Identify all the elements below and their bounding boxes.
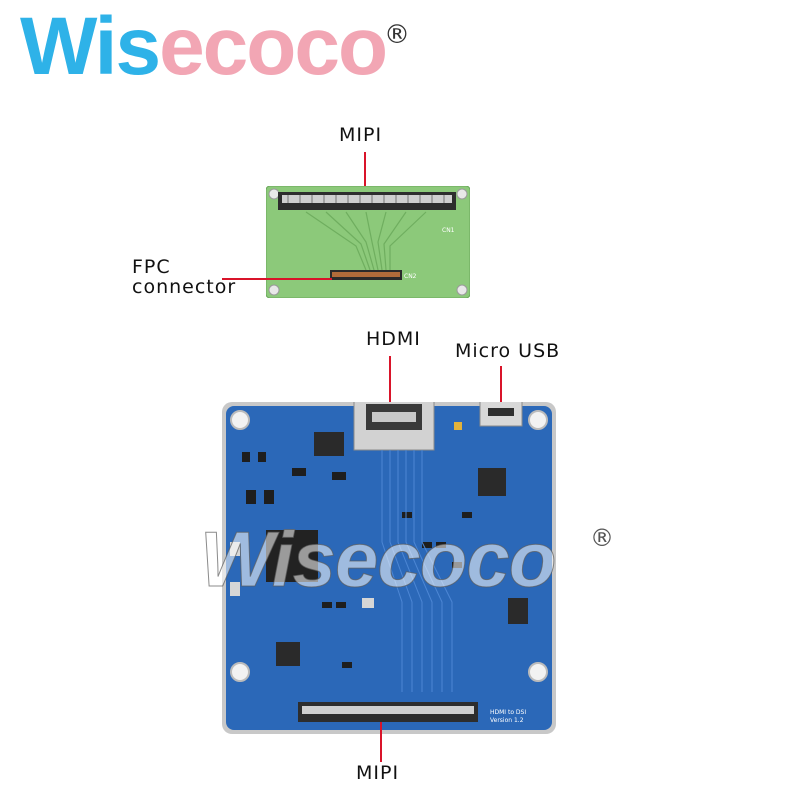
- label-micro-usb: Micro USB: [455, 340, 561, 362]
- brand-logo: Wisecoco: [20, 6, 388, 88]
- logo-text: Wisecoco: [20, 1, 388, 92]
- main-hdmi-board: HDMI to DSI Version 1.2: [222, 402, 556, 734]
- callout-hdmi: [389, 356, 391, 406]
- silk-cn2: CN2: [404, 273, 417, 280]
- silk-cn1: CN1: [442, 227, 455, 234]
- silk-board-name: HDMI to DSI: [490, 709, 526, 716]
- logo-text-pink-part: ecoco: [159, 1, 388, 92]
- label-bottom-mipi: MIPI: [356, 762, 400, 784]
- label-fpc-connector: FPC connector: [132, 256, 237, 298]
- callout-fpc: [222, 278, 332, 280]
- small-adapter-board: CN1 CN2: [266, 186, 470, 298]
- silk-board-version: Version 1.2: [490, 717, 524, 724]
- callout-top-mipi: [364, 152, 366, 192]
- callout-bottom-mipi: [380, 722, 382, 762]
- watermark-text: Wisecoco: [199, 515, 556, 604]
- label-top-mipi: MIPI: [339, 124, 383, 146]
- watermark-registered-mark: ®: [590, 524, 614, 552]
- registered-mark: ®: [384, 20, 410, 50]
- logo-text-blue-part: Wis: [20, 1, 161, 92]
- label-hdmi: HDMI: [366, 328, 421, 350]
- callout-micro-usb: [500, 366, 502, 404]
